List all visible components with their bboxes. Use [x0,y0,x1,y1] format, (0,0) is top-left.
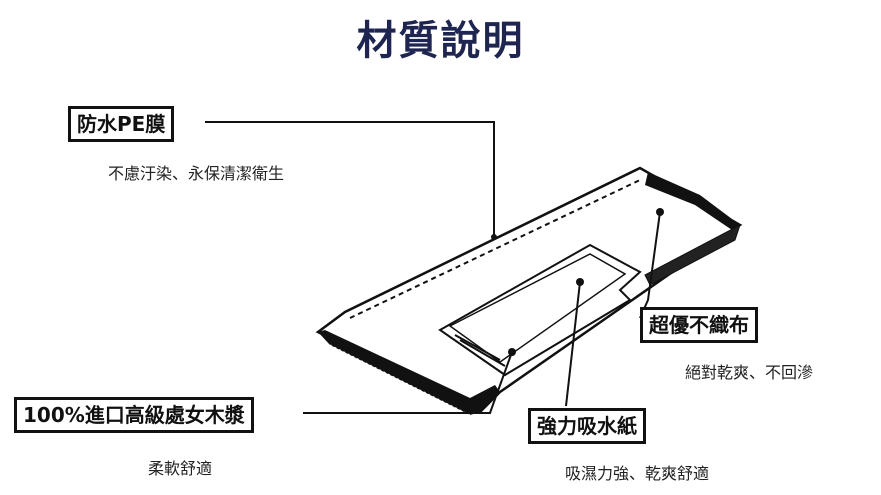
leader-line-pe [205,121,495,237]
leader-line-paper [565,281,581,407]
callout-desc-pe-film: 不慮汙染、永保清潔衛生 [108,164,285,183]
callout-desc-pulp: 柔軟舒適 [148,459,213,478]
pad-left-end [318,330,500,415]
pad-left-edge-hatch [329,344,471,416]
callout-label-pulp: 100%進口高級處女木漿 [14,397,254,433]
marker-dot [508,348,516,356]
callout-label-nonwoven: 超優不織布 [640,307,758,343]
callout-desc-absorbent-paper: 吸濕力強、乾爽舒適 [565,464,710,483]
leader-line-pulp [303,351,513,414]
pad-right-end [645,172,740,232]
callout-label-absorbent-paper: 強力吸水紙 [528,408,646,444]
absorbent-panel [438,243,642,377]
callout-desc-nonwoven: 絕對乾爽、不回滲 [685,363,814,382]
callout-label-pe-film: 防水PE膜 [68,106,175,142]
page-title: 材質說明 [356,18,525,64]
